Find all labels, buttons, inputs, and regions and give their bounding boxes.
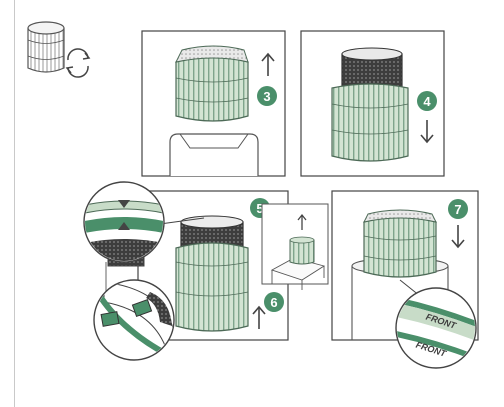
step-6-badge: 6 [264,292,284,312]
filter-replace-icon [28,22,89,77]
step-3-badge: 3 [257,86,277,106]
step-3-number: 3 [263,89,270,104]
step-3-panel: 3 [142,31,285,176]
refresh-icon [67,49,89,77]
step-4-number: 4 [423,94,431,109]
step-7-badge: 7 [448,199,468,219]
step-4-panel: 4 [301,31,444,176]
packaging-inset [262,204,328,290]
step-7-number: 7 [454,202,461,217]
step-4-badge: 4 [417,91,437,111]
tab-detail-callout [94,280,176,362]
step-6-number: 6 [270,295,277,310]
